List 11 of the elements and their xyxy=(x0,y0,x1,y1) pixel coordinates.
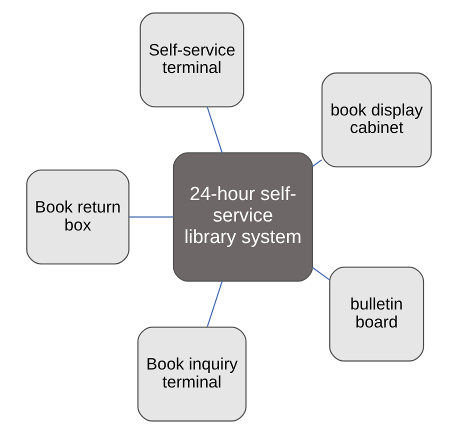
connector xyxy=(206,281,222,328)
node-box: bulletin board xyxy=(328,266,424,362)
node-box: Book return box xyxy=(26,170,129,265)
connector xyxy=(128,216,173,218)
node-box: Book inquiry terminal xyxy=(136,326,246,422)
connector xyxy=(312,267,330,280)
node-box: 24-hour self-service library system xyxy=(172,152,313,282)
node-box: Self-service terminal xyxy=(139,12,244,108)
node-box: book display cabinet xyxy=(320,72,432,168)
connector xyxy=(206,106,222,153)
connector xyxy=(312,159,322,167)
